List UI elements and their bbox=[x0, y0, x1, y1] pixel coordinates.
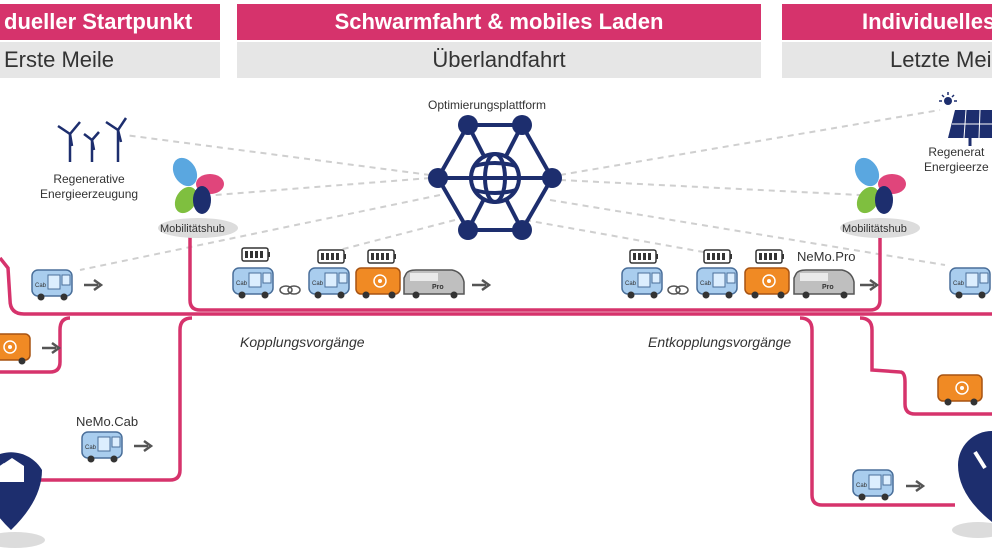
coupling-icon bbox=[667, 285, 689, 295]
battery-icon bbox=[241, 247, 271, 262]
arrow-icon bbox=[132, 439, 153, 453]
arrow-icon bbox=[470, 278, 491, 292]
arrow-icon bbox=[858, 278, 879, 292]
header-center: Schwarmfahrt & mobiles Laden bbox=[237, 4, 761, 40]
nemo-cab-label: NeMo.Cab bbox=[76, 414, 139, 429]
cab-vehicle bbox=[31, 269, 73, 302]
header-left: dueller Startpunkt bbox=[0, 4, 220, 40]
cab-vehicle bbox=[308, 267, 350, 300]
home-location-pin-icon bbox=[0, 452, 45, 548]
battery-icon bbox=[629, 249, 659, 264]
cab-vehicle bbox=[852, 469, 894, 502]
arrow-icon bbox=[40, 341, 61, 355]
cab-vehicle bbox=[696, 267, 738, 300]
platform-label: Optimierungsplattform bbox=[428, 98, 547, 112]
solar-panel-icon bbox=[939, 92, 992, 146]
subheader-center: Überlandfahrt bbox=[237, 42, 761, 78]
nemo-pro-label: NeMo.Pro bbox=[797, 249, 856, 264]
wind-turbine-icon bbox=[57, 117, 128, 162]
battery-pod-vehicle bbox=[744, 267, 790, 300]
mobility-hub-logo-right bbox=[840, 157, 920, 238]
subheader-right: Letzte Meil bbox=[782, 42, 992, 78]
battery-pod-vehicle bbox=[937, 374, 983, 407]
cab-vehicle bbox=[232, 267, 274, 300]
arrow-icon bbox=[904, 479, 925, 493]
mobility-hub-logo-left bbox=[158, 157, 238, 238]
header-right: Individuelles bbox=[782, 4, 992, 40]
optimization-platform-icon bbox=[436, 123, 554, 232]
pro-vehicle bbox=[793, 269, 855, 300]
energy-label-right: Regenerat Energieerze bbox=[924, 145, 989, 174]
battery-icon bbox=[367, 249, 397, 264]
energy-label-left: Regenerative Energieerzeugung bbox=[40, 172, 139, 201]
destination-location-pin-icon bbox=[952, 431, 992, 538]
route-lines bbox=[0, 228, 992, 507]
coupling-icon bbox=[279, 285, 301, 295]
battery-icon bbox=[755, 249, 785, 264]
coupling-label: Kopplungsvorgänge bbox=[240, 334, 365, 350]
mobility-hub-label-right: Mobilitätshub bbox=[842, 223, 907, 235]
mobility-hub-label-left: Mobilitätshub bbox=[160, 223, 225, 235]
cab-vehicle bbox=[621, 267, 663, 300]
pro-vehicle bbox=[403, 269, 465, 300]
battery-icon bbox=[317, 249, 347, 264]
cab-vehicle bbox=[81, 431, 123, 464]
subheader-left: Erste Meile bbox=[0, 42, 220, 78]
cab-vehicle bbox=[949, 267, 991, 300]
arrow-icon bbox=[82, 278, 103, 292]
decoupling-label: Entkopplungsvorgänge bbox=[648, 334, 792, 350]
battery-icon bbox=[703, 249, 733, 264]
battery-pod-vehicle bbox=[0, 333, 31, 366]
battery-pod-vehicle bbox=[355, 267, 401, 300]
